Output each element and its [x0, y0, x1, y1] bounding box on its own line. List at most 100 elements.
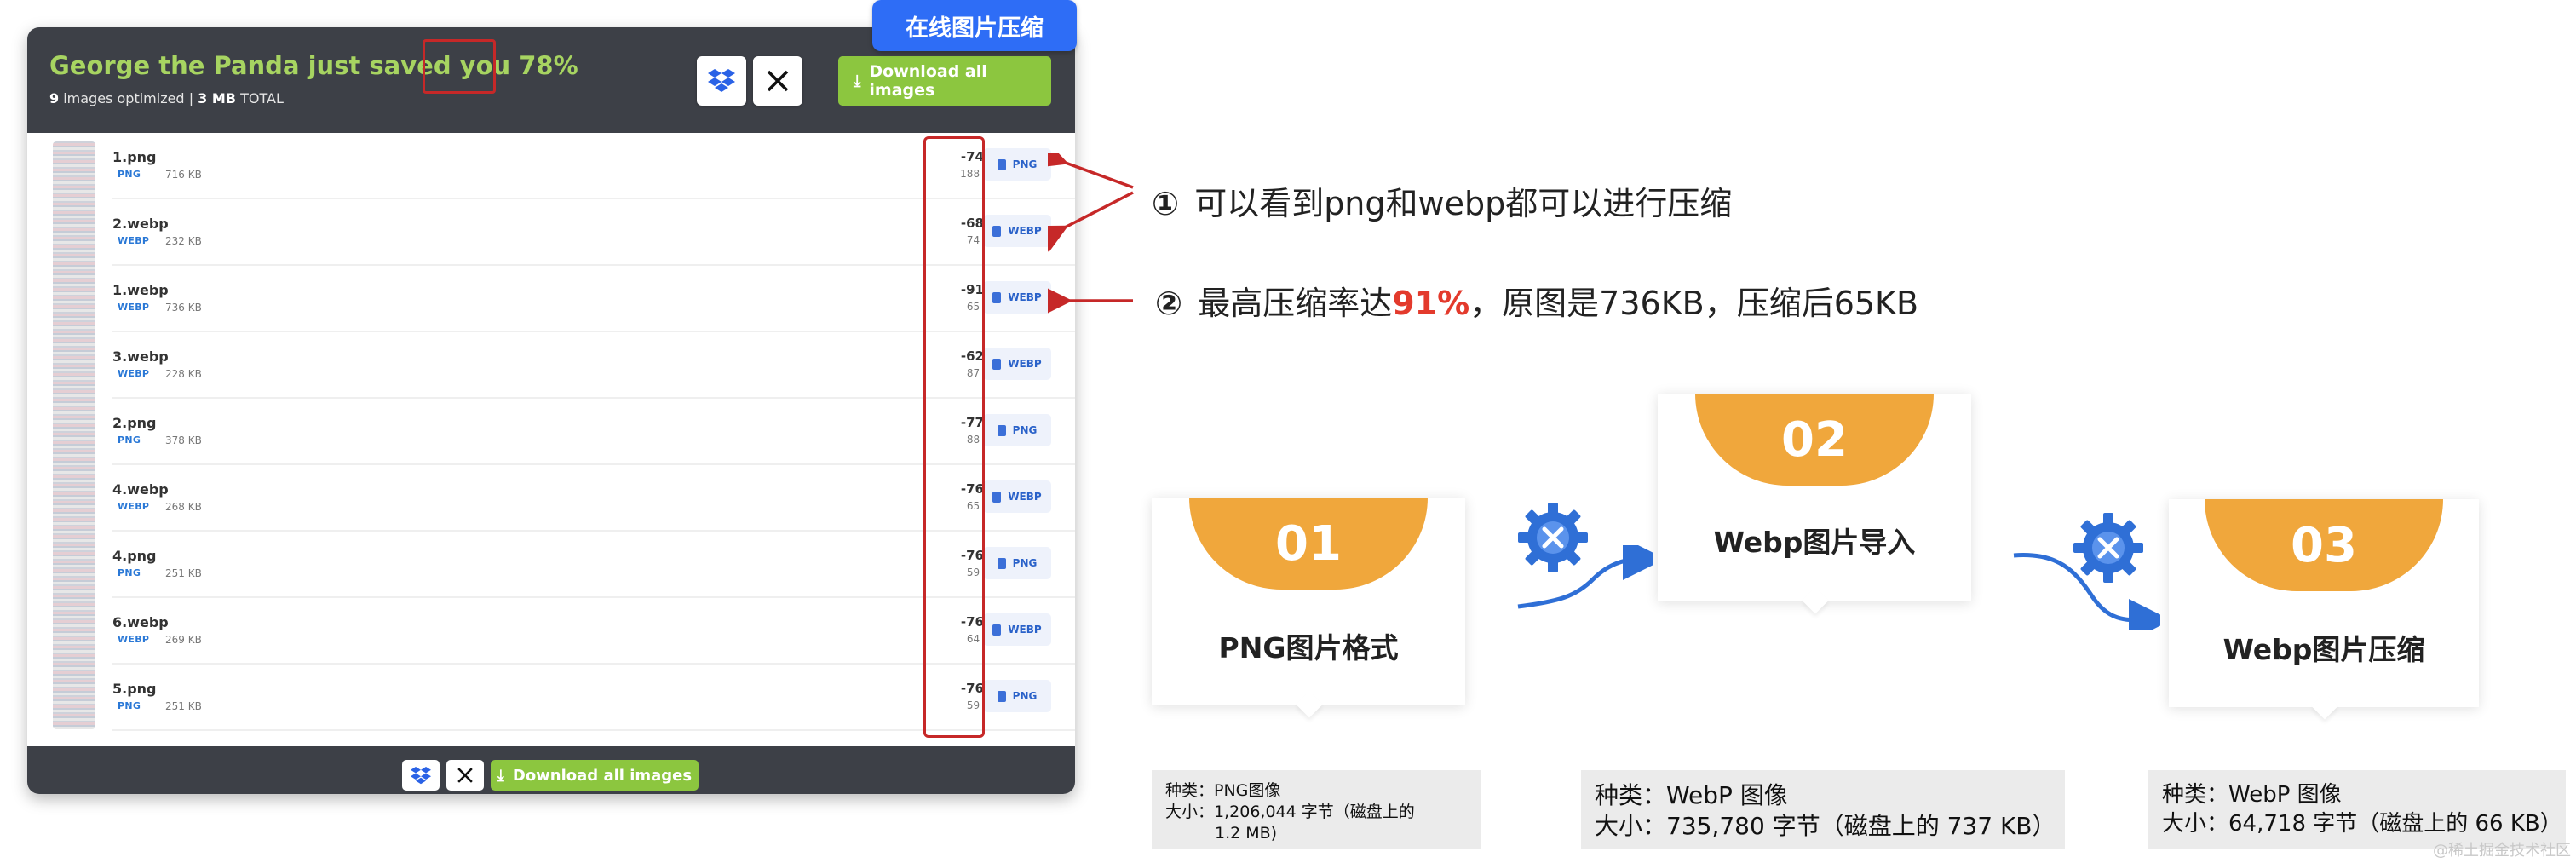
kind-label: 种类：	[1165, 781, 1215, 800]
download-file-button[interactable]: PNG	[983, 148, 1051, 181]
download-file-button[interactable]: WEBP	[983, 480, 1051, 513]
download-file-label: WEBP	[1008, 291, 1042, 303]
file-type-badge: PNG	[118, 567, 141, 578]
file-type-badge: WEBP	[118, 368, 150, 379]
card-03-title: Webp图片压缩	[2222, 633, 2425, 666]
card-01-tail	[1296, 691, 1323, 718]
file-name: 3.webp	[112, 348, 169, 365]
download-file-label: PNG	[1012, 690, 1038, 702]
row-divider	[112, 331, 1075, 332]
arrow-icon	[1048, 153, 1134, 189]
original-size: 268 KB	[165, 501, 202, 513]
row-divider	[112, 198, 1075, 199]
kind-value: WebP 图像	[2228, 782, 2342, 808]
x-logo-icon	[767, 70, 789, 92]
file-icon	[997, 557, 1006, 569]
online-compress-badge: 在线图片压缩	[872, 0, 1077, 51]
dropbox-footer-button[interactable]	[402, 760, 440, 791]
file-icon	[997, 690, 1006, 702]
file-type-badge: WEBP	[118, 235, 150, 246]
card-01-number: 01	[1189, 498, 1428, 590]
x-share-button[interactable]	[753, 56, 802, 106]
download-file-label: PNG	[1012, 424, 1038, 436]
file-info-webp-original: 种类：WebP 图像 大小：735,780 字节（磁盘上的 737 KB）	[1581, 770, 2065, 849]
download-all-top-button[interactable]: ⤓ Download all images	[838, 56, 1051, 106]
original-size: 251 KB	[165, 567, 202, 579]
download-file-button[interactable]: WEBP	[983, 215, 1051, 247]
download-file-button[interactable]: PNG	[983, 547, 1051, 579]
images-count: 9	[49, 90, 60, 106]
row-divider	[112, 663, 1075, 665]
headline-percent: 78%	[519, 51, 578, 80]
percent-highlight-box	[423, 39, 496, 94]
size-value: 735,780 字节（磁盘上的 737 KB）	[1666, 812, 2056, 840]
file-name: 1.webp	[112, 282, 169, 298]
annotation-arrows	[1048, 153, 1134, 316]
download-file-label: WEBP	[1008, 491, 1042, 503]
row-divider	[112, 397, 1075, 399]
file-name: 4.png	[112, 548, 157, 564]
dropbox-icon	[411, 766, 431, 784]
headline-prefix: George the Panda just saved you	[49, 51, 520, 80]
x-footer-button[interactable]	[446, 760, 484, 791]
download-file-button[interactable]: PNG	[983, 680, 1051, 712]
connector-arrow-1	[1517, 545, 1653, 609]
download-icon: ⤓	[497, 766, 504, 785]
file-type-badge: WEBP	[118, 501, 150, 512]
file-icon	[992, 225, 1002, 237]
arrow-icon	[2013, 553, 2160, 630]
download-file-button[interactable]: PNG	[983, 414, 1051, 446]
size-label: 大小：	[1595, 812, 1667, 840]
download-all-top-label: Download all images	[869, 62, 987, 100]
file-type-badge: WEBP	[118, 302, 150, 313]
total-label: TOTAL	[240, 90, 284, 106]
download-file-label: WEBP	[1008, 624, 1042, 636]
arrow-icon	[1048, 191, 1134, 253]
kind-value: PNG图像	[1214, 781, 1281, 800]
dropbox-icon	[708, 69, 735, 92]
dropbox-button[interactable]	[697, 56, 746, 106]
size-value: 1,206,044 字节（磁盘上的	[1214, 803, 1415, 821]
file-info-webp-compressed: 种类：WebP 图像 大小：64,718 字节（磁盘上的 66 KB）	[2148, 770, 2566, 849]
note-2-number: ②	[1155, 285, 1183, 322]
arrow-icon	[1517, 545, 1653, 609]
gear-wrench-icon	[1518, 503, 1588, 572]
row-divider	[112, 264, 1075, 266]
download-all-footer-label: Download all images	[512, 766, 693, 785]
download-file-button[interactable]: WEBP	[983, 281, 1051, 314]
original-size: 269 KB	[165, 634, 202, 646]
note-1-text: 可以看到png和webp都可以进行压缩	[1194, 185, 1733, 222]
image-thumbnail-strip	[53, 141, 95, 729]
row-divider	[112, 463, 1075, 465]
file-type-badge: PNG	[118, 434, 141, 446]
download-file-button[interactable]: WEBP	[983, 348, 1051, 380]
images-label: images optimized	[63, 90, 185, 106]
file-icon	[992, 358, 1002, 370]
workflow-card-01: 01 PNG图片格式	[1152, 498, 1465, 718]
download-file-button[interactable]: WEBP	[983, 613, 1051, 646]
file-icon	[997, 424, 1006, 436]
summary-stats: 9 images optimized | 3 MB TOTAL	[49, 90, 284, 106]
card-02-title: Webp图片导入	[1713, 526, 1916, 559]
note-2-after: ，原图是736KB，压缩后65KB	[1469, 285, 1919, 322]
connector-arrow-2	[2013, 553, 2160, 630]
download-file-label: PNG	[1012, 158, 1038, 170]
original-size: 736 KB	[165, 302, 202, 314]
kind-label: 种类：	[2162, 782, 2229, 808]
original-size: 251 KB	[165, 700, 202, 712]
card-03-tail	[2311, 693, 2338, 720]
row-divider	[112, 596, 1075, 598]
download-all-footer-button[interactable]: ⤓ Download all images	[491, 760, 699, 791]
size-label: 大小：	[1165, 803, 1215, 821]
download-file-label: WEBP	[1008, 358, 1042, 370]
row-divider	[112, 530, 1075, 532]
file-name: 5.png	[112, 681, 157, 697]
file-name: 6.webp	[112, 614, 169, 630]
original-size: 716 KB	[165, 169, 202, 181]
